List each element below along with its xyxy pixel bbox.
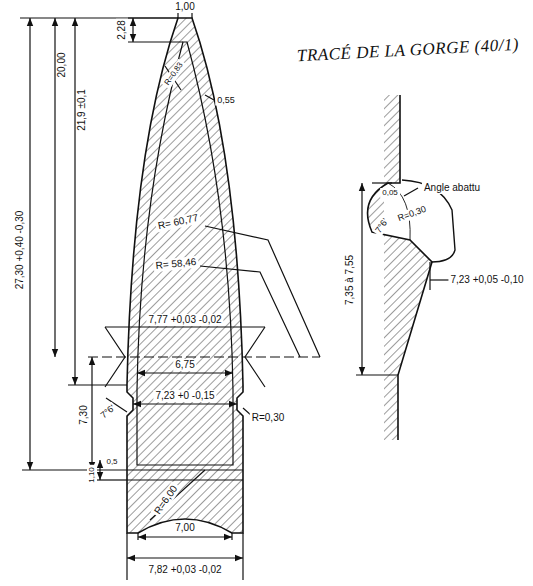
dimension: 27,30 +0,40 -0,30 xyxy=(14,209,26,292)
dimension: 7,35 à 7,55 xyxy=(344,253,356,307)
radius-label: R=0,30 xyxy=(250,412,287,424)
dimension: 7,23 +0 -0,15 xyxy=(153,390,216,402)
dimension: 20,00 xyxy=(56,50,68,79)
dimension: 0,05 xyxy=(380,188,400,198)
dimension: 0,5 xyxy=(104,457,119,467)
dimension: 7,23 +0,05 -0,10 xyxy=(448,274,525,286)
dimension: 1,10 xyxy=(87,465,97,485)
radius-label: R=0,30 xyxy=(394,203,429,225)
dimension: 7,00 xyxy=(173,522,196,534)
dimension: 7,82 +0,03 -0,02 xyxy=(146,564,223,576)
dimension: 6,75 xyxy=(173,359,196,371)
dimension: 2,28 xyxy=(116,18,128,41)
detail-title: TRACÉ DE LA GORGE (40/1) xyxy=(295,35,522,66)
dimension: 7,30 xyxy=(78,403,90,426)
note: Angle abattu xyxy=(422,182,482,194)
dimension: 21,9 ±0,1 xyxy=(76,87,88,133)
dimension: 0,55 xyxy=(215,95,237,106)
dimension: 1,00 xyxy=(173,1,196,13)
dimension: 7,77 +0,03 -0,02 xyxy=(146,314,223,326)
